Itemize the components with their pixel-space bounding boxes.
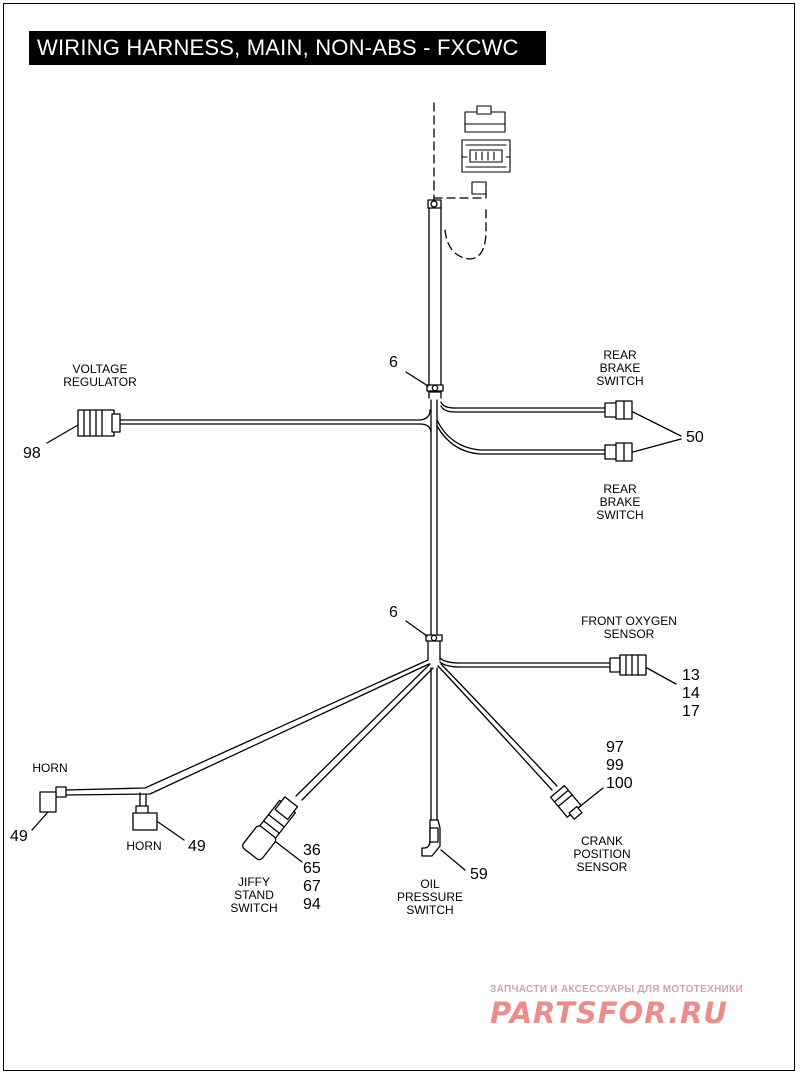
callout-clip-lower: 6 xyxy=(389,604,398,621)
clip-upper xyxy=(426,384,444,393)
label-line: JIFFY xyxy=(238,875,270,889)
callout-jiffy-stand-switch: 36 65 67 94 xyxy=(303,842,321,914)
jiffy-stand-switch-branch xyxy=(242,663,434,861)
main-connector-top xyxy=(461,105,511,195)
label-line: STAND xyxy=(234,888,274,902)
label-line: SENSOR xyxy=(603,627,655,641)
callout-crank-position-sensor: 97 99 100 xyxy=(606,739,633,793)
callout-oil-pressure-switch: 59 xyxy=(470,866,488,883)
label-line: POSITION xyxy=(573,847,631,861)
callout-voltage-regulator: 98 xyxy=(23,445,41,462)
label-line: CRANK xyxy=(580,834,623,848)
voltage-regulator-branch xyxy=(77,409,432,437)
callout-line: 94 xyxy=(303,896,321,913)
label-line: VOLTAGE xyxy=(72,362,128,376)
oil-pressure-switch-branch xyxy=(421,667,441,857)
callout-line: 36 xyxy=(303,842,321,859)
leader-rear-brake-2 xyxy=(632,438,682,453)
label-line: BRAKE xyxy=(599,361,641,375)
leader-crank-position xyxy=(577,787,604,809)
label-jiffy-stand-switch: JIFFY STAND SWITCH xyxy=(220,876,288,915)
label-crank-position-sensor: CRANK POSITION SENSOR xyxy=(562,835,642,874)
label-line: SWITCH xyxy=(230,901,278,915)
label-line: REGULATOR xyxy=(63,375,137,389)
callout-line: 14 xyxy=(682,685,700,702)
watermark-logo: PARTSFOR.RU xyxy=(490,996,728,1030)
callout-line: 67 xyxy=(303,878,321,895)
label-horn-right: HORN xyxy=(126,839,162,853)
leader-oil-pressure xyxy=(440,849,466,871)
diagram-title: WIRING HARNESS, MAIN, NON-ABS - FXCWC xyxy=(29,31,546,65)
horn-branch xyxy=(39,659,430,831)
label-line: PRESSURE xyxy=(396,890,464,904)
label-line: FRONT OXYGEN xyxy=(581,614,677,628)
callout-line: 99 xyxy=(606,757,624,774)
label-line: SENSOR xyxy=(576,860,628,874)
watermark-tagline: ЗАПЧАСТИ И АКСЕССУАРЫ ДЛЯ МОТОТЕХНИКИ xyxy=(490,984,743,995)
callout-line: 97 xyxy=(606,739,624,756)
label-line: REAR xyxy=(603,348,637,362)
crank-position-sensor-branch xyxy=(437,663,583,820)
rear-brake-switch-branch-1 xyxy=(440,400,633,420)
leader-rear-brake-1 xyxy=(632,411,682,437)
label-line: REAR xyxy=(603,482,637,496)
label-line: SWITCH xyxy=(406,903,454,917)
callout-clip-upper: 6 xyxy=(389,354,398,371)
callout-rear-brake-switch: 50 xyxy=(686,429,704,446)
callout-line: 100 xyxy=(606,775,633,792)
label-rear-brake-switch-1: REAR BRAKE SWITCH xyxy=(585,349,655,388)
leader-voltage-regulator xyxy=(46,424,79,444)
rear-brake-switch-branch-2 xyxy=(436,419,633,462)
callout-front-oxygen-sensor: 13 14 17 xyxy=(682,667,700,721)
callout-horn-right: 49 xyxy=(188,838,206,855)
clip-lower xyxy=(425,634,443,642)
main-trunk xyxy=(427,199,442,661)
leader-clip-lower xyxy=(405,620,428,637)
label-front-oxygen-sensor: FRONT OXYGEN SENSOR xyxy=(563,615,695,641)
leader-front-oxygen xyxy=(646,667,677,685)
leader-jiffy-stand xyxy=(275,841,303,863)
callout-horn-left: 49 xyxy=(10,828,28,845)
label-line: SWITCH xyxy=(596,374,644,388)
label-voltage-regulator: VOLTAGE REGULATOR xyxy=(48,363,152,389)
leader-horn-right xyxy=(157,821,185,841)
label-rear-brake-switch-2: REAR BRAKE SWITCH xyxy=(585,483,655,522)
label-line: BRAKE xyxy=(599,495,641,509)
leader-horn-left xyxy=(31,811,49,831)
callout-line: 65 xyxy=(303,860,321,877)
callout-line: 17 xyxy=(682,703,700,720)
leader-clip-upper xyxy=(405,371,429,387)
diagram-frame xyxy=(3,3,795,1071)
label-horn-left: HORN xyxy=(32,761,68,775)
front-oxygen-sensor-branch xyxy=(439,654,647,676)
label-line: SWITCH xyxy=(596,508,644,522)
callout-line: 13 xyxy=(682,667,700,684)
label-oil-pressure-switch: OIL PRESSURE SWITCH xyxy=(388,878,472,917)
label-line: OIL xyxy=(420,877,440,891)
